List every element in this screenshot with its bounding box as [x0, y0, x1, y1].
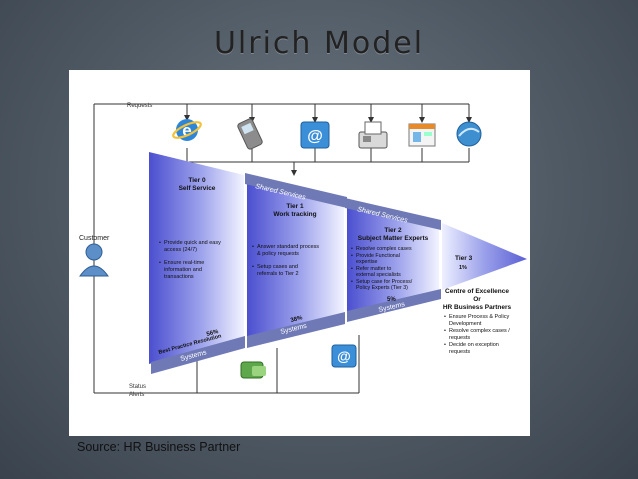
- alerts-label: Alerts: [129, 392, 144, 398]
- status-label: Status: [129, 384, 146, 390]
- tier1-funnel-section: [247, 176, 344, 337]
- centre-line-1: Centre of Excellence: [445, 288, 509, 295]
- bullet-marker: •: [351, 266, 353, 272]
- tier0-title-1: Tier 0: [188, 177, 206, 184]
- tier1-bullet-3: Setup cases and: [257, 264, 298, 270]
- bullet-marker: •: [444, 328, 446, 334]
- web-form-icon: [408, 123, 436, 147]
- tier2-funnel-section: [347, 201, 439, 312]
- customer-label: Customer: [79, 235, 110, 242]
- mobile-phone-icon: [237, 118, 263, 150]
- tier0-stat-pct: 56%: [206, 329, 220, 338]
- bullet-marker: •: [252, 264, 254, 270]
- tier3-title: Tier 3: [455, 255, 473, 262]
- diagram-svg: Requests Status Alerts e @ Customer: [79, 103, 527, 398]
- tier1-title-1: Tier 1: [286, 203, 304, 210]
- mobile-sms-icon: [240, 361, 266, 379]
- bullet-marker: •: [159, 260, 161, 266]
- global-network-icon: [456, 121, 482, 147]
- ulrich-model-diagram: Requests Status Alerts e @ Customer: [69, 70, 530, 436]
- tier1-bullet-1: Answer standard process: [257, 244, 319, 250]
- customer-icon: [79, 243, 109, 277]
- slide-title: Ulrich Model: [213, 26, 425, 61]
- tier0-bullet-1: Provide quick and easy: [164, 240, 221, 246]
- tier2-bullet-7: Policy Experts (Tier 3): [356, 285, 408, 291]
- internet-explorer-icon: e: [172, 119, 202, 141]
- tier0-bullet-5: transactions: [164, 274, 194, 280]
- tier2-title-2: Subject Matter Experts: [358, 235, 429, 242]
- tier2-stat-pct: 5%: [387, 297, 396, 303]
- tier2-bullets: • Resolve complex cases • Provide Functi…: [351, 246, 413, 291]
- source-caption: Source: HR Business Partner: [77, 440, 241, 454]
- svg-text:e: e: [182, 121, 191, 140]
- tier1-stat-pct: 38%: [290, 315, 304, 324]
- tier0-funnel-section: [149, 152, 244, 364]
- tier1-bullet-2: & policy requests: [257, 251, 299, 257]
- bullet-marker: •: [351, 246, 353, 252]
- bullet-marker: •: [444, 314, 446, 320]
- bullet-marker: •: [444, 342, 446, 348]
- tier2-bullet-2: Provide Functional: [356, 253, 400, 259]
- tier0-bullet-2: access (24/7): [164, 247, 197, 253]
- tier0-bullet-3: Ensure real-time: [164, 260, 204, 266]
- bullet-marker: •: [351, 253, 353, 259]
- requests-label: Requests: [127, 103, 152, 109]
- tier0-title-2: Self Service: [179, 185, 216, 192]
- svg-text:@: @: [337, 348, 351, 364]
- tier3-bullet-2: Development: [449, 321, 482, 327]
- email-system-icon: @: [331, 344, 357, 368]
- centre-line-3: HR Business Partners: [443, 304, 512, 311]
- tier2-bullet-4: Refer matter to: [356, 266, 391, 272]
- tier0-bullets: • Provide quick and easy access (24/7) •…: [159, 240, 221, 280]
- tier3-bullet-4: requests: [449, 335, 470, 341]
- fax-icon: [358, 121, 388, 149]
- bullet-marker: •: [252, 244, 254, 250]
- email-icon: @: [300, 121, 330, 149]
- bullet-marker: •: [351, 279, 353, 285]
- systems-band-2: [247, 312, 345, 348]
- request-lines: [93, 103, 472, 394]
- shared-services-band-1: [245, 173, 347, 208]
- tier1-bullet-4: referrals to Tier 2: [257, 271, 299, 277]
- tier3-funnel-section: [442, 223, 527, 290]
- tier3-bullet-5: Decide on exception: [449, 342, 499, 348]
- centre-line-2: Or: [473, 296, 481, 303]
- tier1-title-2: Work tracking: [273, 211, 316, 218]
- tier2-bullet-5: external specialists: [356, 272, 401, 278]
- systems-band-1: [151, 336, 245, 374]
- svg-text:@: @: [307, 128, 323, 145]
- tier3-bullet-3: Resolve complex cases /: [449, 328, 510, 334]
- tier0-bullet-4: information and: [164, 267, 202, 273]
- tier3-bullet-6: requests: [449, 349, 470, 355]
- bullet-marker: •: [159, 240, 161, 246]
- tier3-bullets: • Ensure Process & Policy Development • …: [444, 314, 510, 355]
- shared-services-band-2: [345, 198, 441, 230]
- tier3-stat-pct: 1%: [459, 265, 467, 271]
- tier1-bullets: • Answer standard process & policy reque…: [252, 244, 319, 277]
- systems-band-3: [347, 289, 441, 322]
- tier3-bullet-1: Ensure Process & Policy: [449, 314, 509, 320]
- tier2-title-1: Tier 2: [384, 227, 402, 234]
- tier2-bullet-3: expertise: [356, 259, 378, 265]
- tier2-bullet-1: Resolve complex cases: [356, 246, 412, 252]
- tier2-bullet-6: Setup case for Process/: [356, 279, 413, 285]
